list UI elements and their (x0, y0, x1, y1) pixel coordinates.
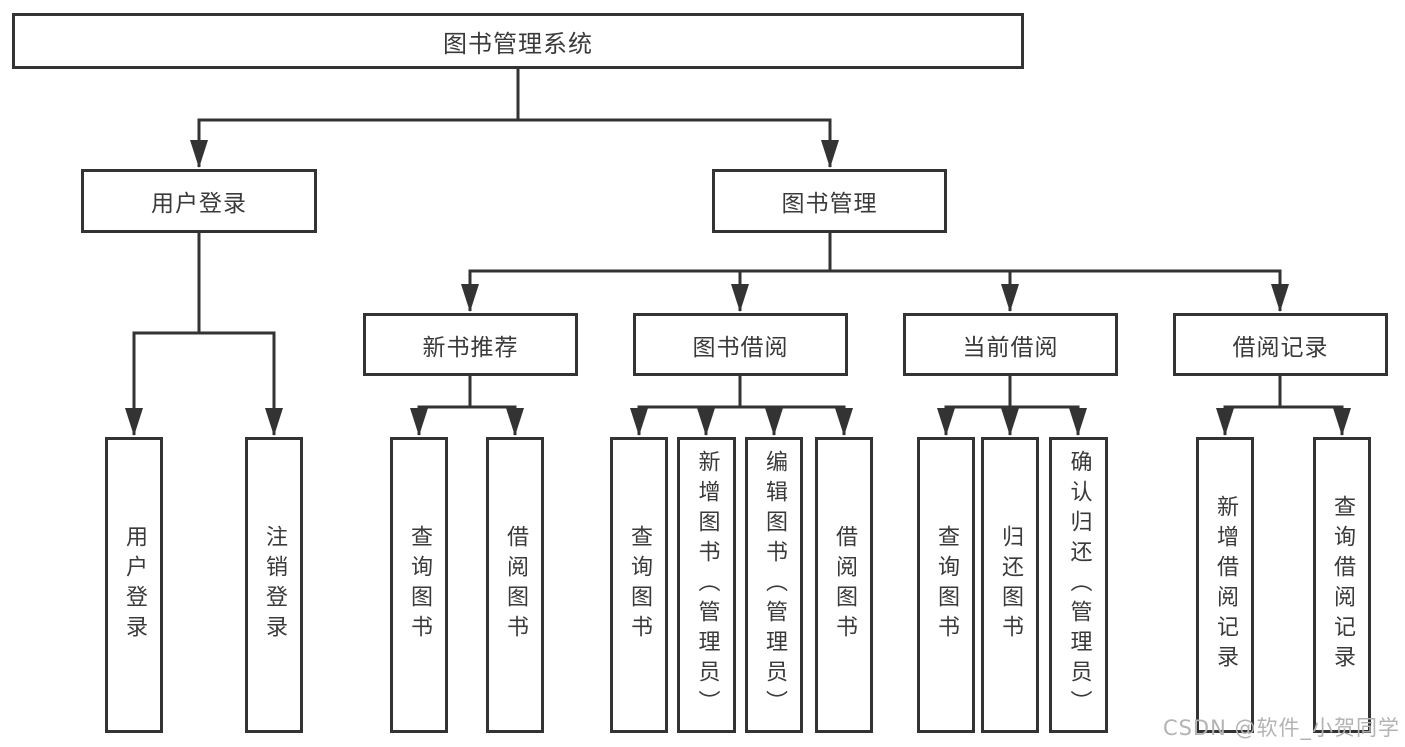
node-current-borrow: 当前借阅 (903, 313, 1118, 376)
node-new-book-recommend-label: 新书推荐 (422, 334, 519, 361)
leaf-edit-books-admin-label: 编辑图书（管理员） (762, 450, 787, 720)
leaf-query-borrow-record-label: 查询借阅记录 (1330, 495, 1355, 675)
leaf-return-books: 归还图书 (981, 437, 1039, 733)
leaf-add-borrow-record: 新增借阅记录 (1196, 437, 1254, 733)
leaf-current-query-books-label: 查询图书 (934, 525, 959, 645)
connector-user-login-children (125, 232, 283, 436)
leaf-add-books-admin-label: 新增图书（管理员） (694, 450, 720, 720)
node-book-mgmt-label: 图书管理 (781, 191, 878, 217)
leaf-current-query-books: 查询图书 (917, 437, 975, 733)
node-root: 图书管理系统 (12, 13, 1024, 69)
leaf-add-books-admin: 新增图书（管理员） (677, 437, 736, 733)
connector-book-mgmt-children (461, 232, 1289, 312)
leaf-borrow-query-books-label: 查询图书 (627, 525, 652, 645)
leaf-confirm-return-admin: 确认归还（管理员） (1049, 437, 1108, 733)
leaf-return-books-label: 归还图书 (998, 525, 1023, 645)
leaf-recommend-borrow-books: 借阅图书 (486, 437, 544, 733)
node-new-book-recommend: 新书推荐 (363, 313, 578, 376)
connector-root-to-level2 (190, 68, 839, 168)
node-current-borrow-label: 当前借阅 (962, 334, 1059, 361)
node-user-login: 用户登录 (81, 169, 317, 233)
node-book-mgmt: 图书管理 (712, 169, 947, 233)
leaf-user-login: 用户登录 (105, 437, 163, 733)
leaf-recommend-query-books: 查询图书 (390, 437, 448, 733)
leaf-logout-label: 注销登录 (262, 525, 287, 645)
leaf-add-borrow-record-label: 新增借阅记录 (1213, 495, 1238, 675)
node-book-borrow-label: 图书借阅 (692, 334, 789, 361)
connector-current-borrow-children (937, 375, 1087, 436)
node-user-login-label: 用户登录 (151, 191, 247, 217)
leaf-borrow-query-books: 查询图书 (610, 437, 668, 733)
leaf-logout: 注销登录 (245, 437, 303, 733)
node-root-label: 图书管理系统 (443, 29, 593, 58)
node-borrow-records-label: 借阅记录 (1232, 334, 1329, 361)
leaf-recommend-borrow-books-label: 借阅图书 (503, 525, 528, 645)
node-borrow-records: 借阅记录 (1173, 313, 1388, 376)
connector-borrow-record-children (1216, 375, 1351, 436)
leaf-query-borrow-record: 查询借阅记录 (1313, 437, 1371, 733)
leaf-recommend-query-books-label: 查询图书 (407, 525, 432, 645)
node-book-borrow: 图书借阅 (633, 313, 848, 376)
leaf-user-login-label: 用户登录 (122, 525, 147, 645)
leaf-borrow-books-label: 借阅图书 (832, 525, 857, 645)
leaf-confirm-return-admin-label: 确认归还（管理员） (1066, 450, 1092, 720)
leaf-borrow-books: 借阅图书 (815, 437, 873, 733)
leaf-edit-books-admin: 编辑图书（管理员） (745, 437, 803, 733)
connector-book-borrow-children (630, 375, 853, 436)
connector-new-book-children (410, 375, 524, 436)
